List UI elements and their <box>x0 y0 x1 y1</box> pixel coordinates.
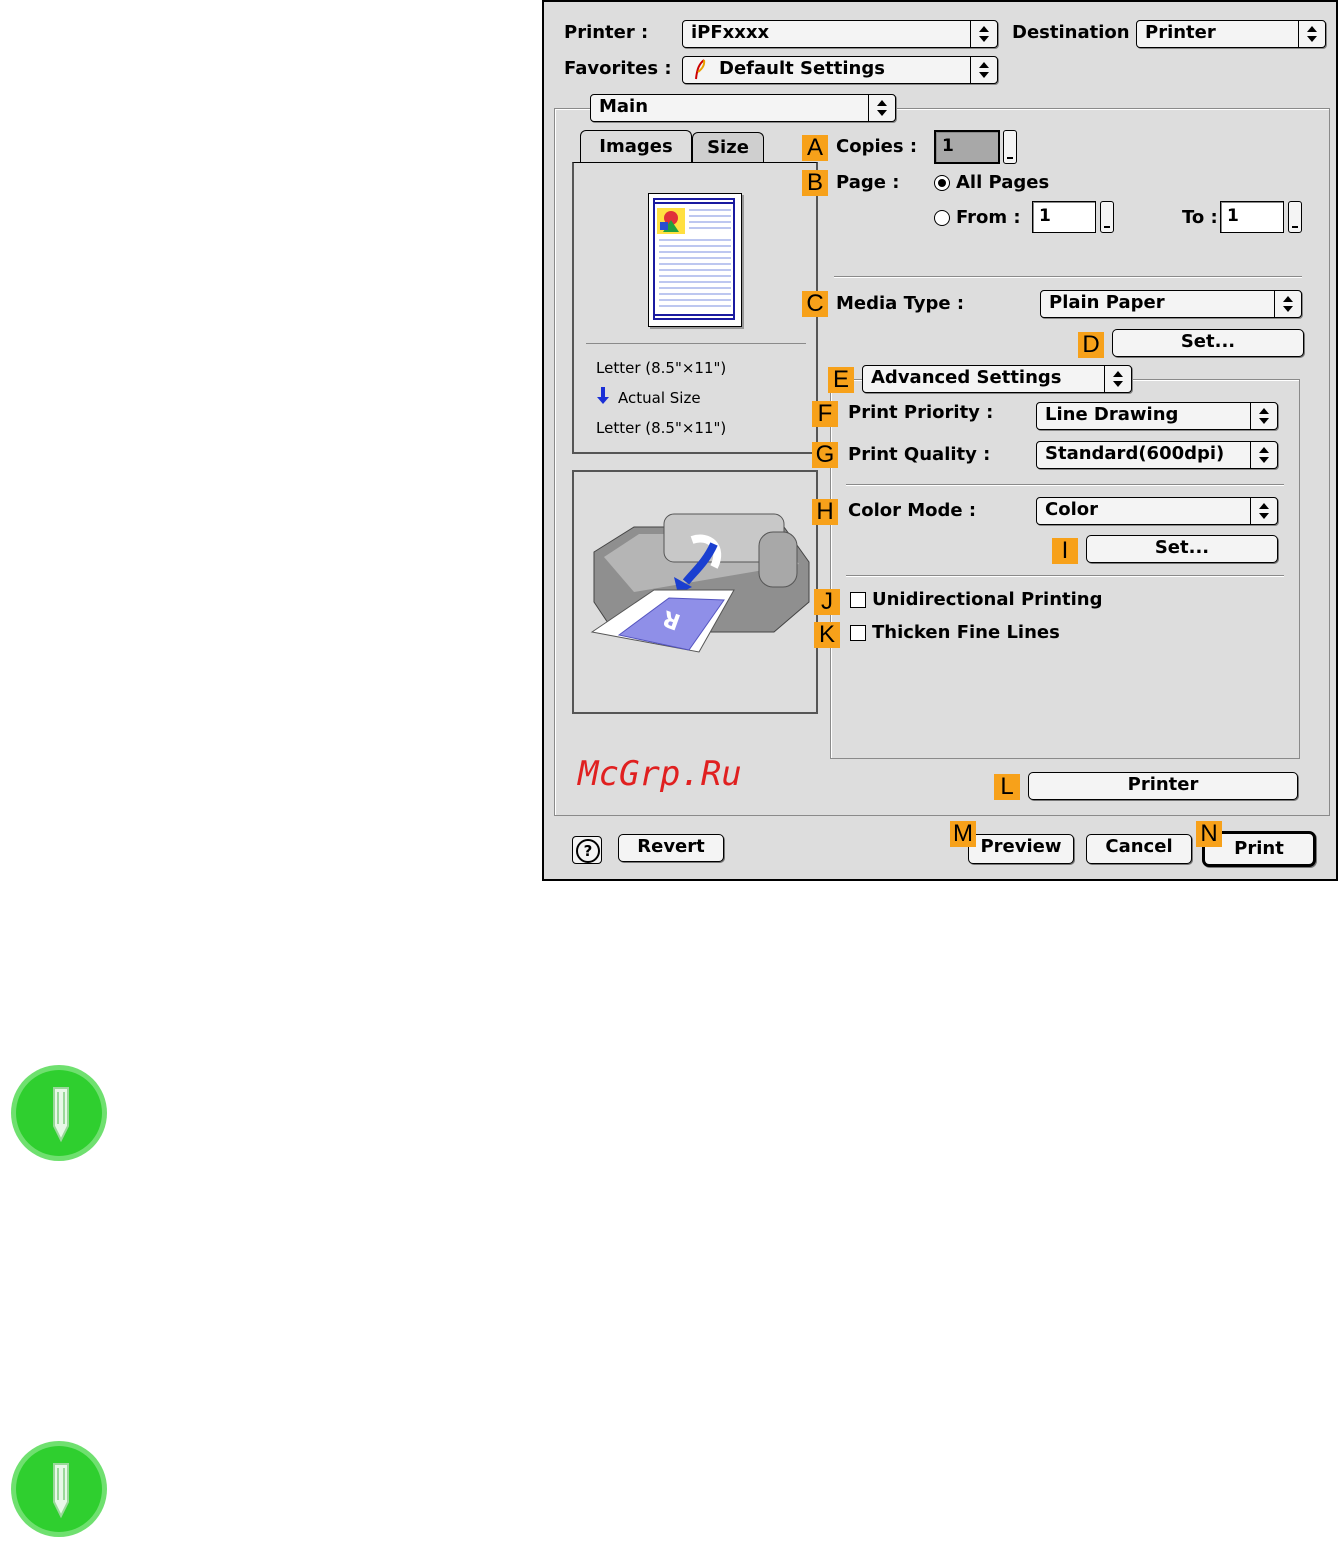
separator <box>846 484 1284 486</box>
to-label: To : <box>1182 207 1218 228</box>
badge-l: L <box>994 774 1020 800</box>
printer-popup[interactable]: iPFxxxx <box>682 20 998 48</box>
help-icon: ? <box>576 839 600 863</box>
help-button[interactable]: ? <box>572 836 602 864</box>
updown-arrows-icon <box>868 95 895 121</box>
unidirectional-label: Unidirectional Printing <box>872 589 1103 610</box>
print-dialog: Printer : iPFxxxx Destination : Printer … <box>542 0 1338 881</box>
badge-n: N <box>1196 821 1222 847</box>
badge-g: G <box>812 442 838 468</box>
to-stepper[interactable] <box>1288 201 1302 233</box>
printer-label: Printer : <box>564 22 649 43</box>
print-quality-popup[interactable]: Standard(600dpi) <box>1036 441 1278 469</box>
badge-b: B <box>802 170 828 196</box>
note-pencil-icon <box>10 1440 108 1542</box>
tab-size[interactable]: Size <box>692 132 764 163</box>
destination-value: Printer <box>1145 22 1216 43</box>
badge-f: F <box>812 401 838 427</box>
preview-divider <box>586 343 806 344</box>
favorites-value: Default Settings <box>719 58 885 79</box>
section-popup[interactable]: Main <box>590 94 896 122</box>
separator <box>834 276 1302 278</box>
section-value: Main <box>599 96 649 117</box>
print-quality-label: Print Quality : <box>848 444 991 465</box>
print-priority-value: Line Drawing <box>1045 404 1179 425</box>
copies-stepper[interactable] <box>1003 130 1017 164</box>
down-arrow-icon <box>596 387 610 409</box>
from-label: From : <box>956 207 1021 228</box>
badge-j: J <box>814 589 840 615</box>
badge-i: I <box>1052 538 1078 564</box>
watermark: McGrp.Ru <box>578 754 742 794</box>
from-field[interactable]: 1 <box>1032 201 1096 233</box>
page-label: Page : <box>836 172 900 193</box>
thicken-checkbox[interactable] <box>850 625 866 641</box>
updown-arrows-icon <box>970 21 997 47</box>
tab-images[interactable]: Images <box>580 130 692 163</box>
favorites-popup[interactable]: Default Settings <box>682 56 998 84</box>
destination-label: Destination : <box>1012 22 1144 43</box>
separator <box>846 575 1284 577</box>
scale-label: Actual Size <box>618 389 701 407</box>
main-group-box <box>554 108 1330 816</box>
page-thumbnail-graphic <box>653 198 735 320</box>
printer-illustration-panel: R <box>572 470 818 714</box>
printer-button[interactable]: Printer <box>1028 772 1298 800</box>
color-mode-label: Color Mode : <box>848 500 977 521</box>
badge-c: C <box>802 291 828 317</box>
media-type-popup[interactable]: Plain Paper <box>1040 290 1302 318</box>
badge-e: E <box>828 367 854 393</box>
advanced-settings-popup[interactable]: Advanced Settings <box>862 365 1132 393</box>
note-pencil-icon <box>10 1064 108 1166</box>
updown-arrows-icon <box>1250 442 1277 468</box>
unidirectional-checkbox[interactable] <box>850 592 866 608</box>
printer-value: iPFxxxx <box>691 22 770 43</box>
updown-arrows-icon <box>1298 21 1325 47</box>
advanced-group-box <box>830 379 1300 759</box>
preview-panel: Letter (8.5"×11") Actual Size Letter (8.… <box>572 162 818 454</box>
paper-size-output: Letter (8.5"×11") <box>596 419 727 437</box>
to-field[interactable]: 1 <box>1220 201 1284 233</box>
media-type-label: Media Type : <box>836 293 965 314</box>
updown-arrows-icon <box>1250 403 1277 429</box>
print-button[interactable]: Print <box>1202 831 1316 867</box>
page-thumbnail <box>648 193 742 327</box>
from-stepper[interactable] <box>1100 201 1114 233</box>
badge-h: H <box>812 499 838 525</box>
cancel-button[interactable]: Cancel <box>1086 834 1192 864</box>
media-type-value: Plain Paper <box>1049 292 1165 313</box>
paper-size-input: Letter (8.5"×11") <box>596 359 727 377</box>
color-set-button[interactable]: Set... <box>1086 535 1278 563</box>
revert-button[interactable]: Revert <box>618 834 724 862</box>
badge-d: D <box>1078 332 1104 358</box>
media-set-button[interactable]: Set... <box>1112 329 1304 357</box>
copies-label: Copies : <box>836 136 918 157</box>
all-pages-label: All Pages <box>956 172 1050 193</box>
preview-button[interactable]: Preview <box>968 834 1074 864</box>
print-priority-label: Print Priority : <box>848 402 994 423</box>
advanced-settings-value: Advanced Settings <box>871 367 1062 388</box>
updown-arrows-icon <box>970 57 997 83</box>
updown-arrows-icon <box>1274 291 1301 317</box>
feather-icon <box>693 59 707 88</box>
color-mode-popup[interactable]: Color <box>1036 497 1278 525</box>
badge-k: K <box>814 622 840 648</box>
favorites-label: Favorites : <box>564 58 672 79</box>
badge-m: M <box>950 821 976 847</box>
color-mode-value: Color <box>1045 499 1098 520</box>
all-pages-radio[interactable] <box>934 175 950 191</box>
updown-arrows-icon <box>1104 366 1131 392</box>
destination-popup[interactable]: Printer <box>1136 20 1326 48</box>
print-priority-popup[interactable]: Line Drawing <box>1036 402 1278 430</box>
badge-a: A <box>802 135 828 161</box>
thicken-label: Thicken Fine Lines <box>872 622 1060 643</box>
printer-illustration: R <box>590 513 810 653</box>
print-quality-value: Standard(600dpi) <box>1045 443 1225 464</box>
from-radio[interactable] <box>934 210 950 226</box>
updown-arrows-icon <box>1250 498 1277 524</box>
copies-field[interactable]: 1 <box>934 130 1000 164</box>
